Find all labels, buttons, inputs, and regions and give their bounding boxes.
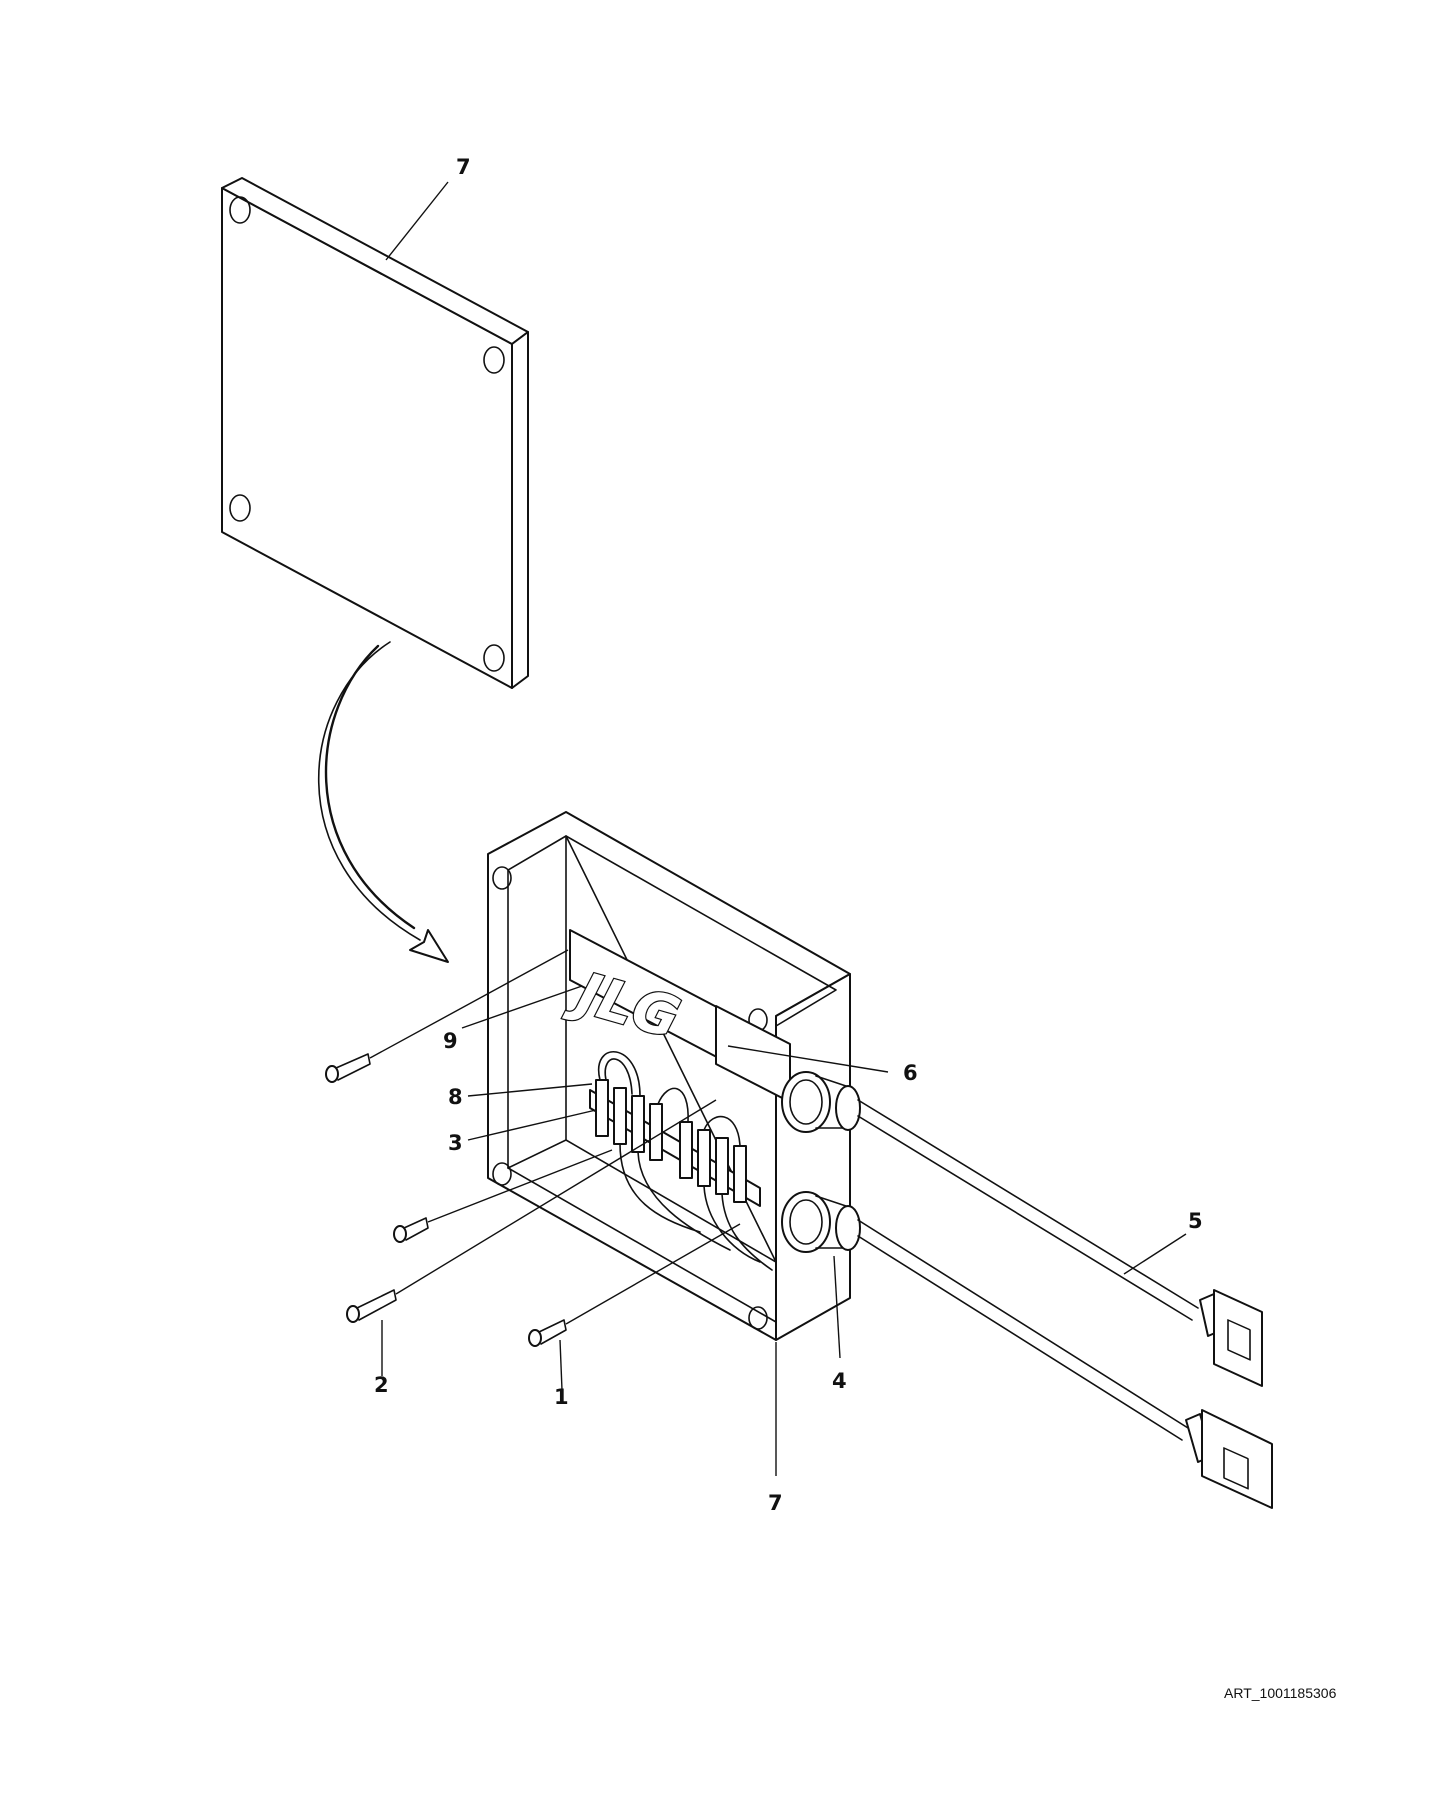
cover-hole-bottom-left <box>229 494 251 522</box>
screw-upper-left <box>325 1053 371 1083</box>
screw-guide-lines <box>369 949 741 1325</box>
screw-lower-middle <box>528 1319 567 1347</box>
callout-2: 2 <box>374 1373 389 1397</box>
power-cable-upper <box>857 1099 1263 1387</box>
screw-middle-left <box>393 1217 429 1243</box>
box-hole-bottom-right <box>748 1306 768 1330</box>
callout-5: 5 <box>1188 1209 1203 1233</box>
callout-7-bottom: 7 <box>768 1491 783 1515</box>
callout-3: 3 <box>448 1131 463 1155</box>
callout-9: 9 <box>443 1029 458 1053</box>
screw-lower-left <box>346 1289 397 1323</box>
leader-lines <box>381 181 1187 1476</box>
art-reference-number: ART_1001185306 <box>1224 1685 1337 1701</box>
cover-hole-top-right <box>483 346 505 374</box>
assembly-arrow <box>317 641 449 963</box>
cover-plate <box>221 177 529 689</box>
callout-6: 6 <box>903 1061 918 1085</box>
callout-8: 8 <box>448 1085 463 1109</box>
box-hole-top-left <box>492 866 512 890</box>
cover-hole-bottom-right <box>483 644 505 672</box>
cable-gland-upper <box>781 1071 861 1133</box>
cover-hole-top-left <box>229 196 251 224</box>
power-cable-lower <box>857 1219 1273 1509</box>
callout-1: 1 <box>554 1385 569 1409</box>
callout-7-top: 7 <box>456 155 471 179</box>
callout-4: 4 <box>832 1369 847 1393</box>
box-hole-bottom-left <box>492 1162 512 1186</box>
cable-gland-lower <box>781 1191 861 1253</box>
